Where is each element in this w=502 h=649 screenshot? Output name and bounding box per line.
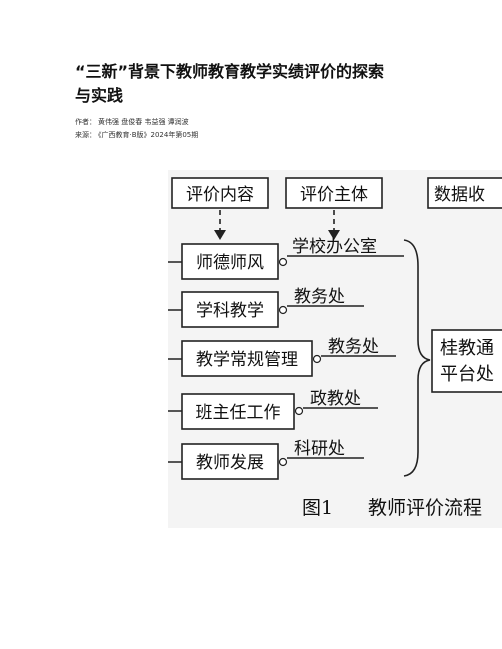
source-line: 来源：《广西教育·B版》2024年第05期	[75, 131, 200, 140]
content-box-routine-management	[181, 340, 313, 377]
content-label-routine-management: 教学常规管理	[196, 350, 298, 370]
content-label-subject-teaching: 学科教学	[196, 301, 264, 321]
content-label-teacher-development: 教师发展	[196, 453, 264, 473]
title-line-2: 与实践	[75, 86, 124, 105]
owner-label-5: 科研处	[294, 439, 345, 459]
authors: 黄伟强 盘俊春 韦益强 谭润波	[98, 118, 189, 126]
platform-box	[431, 329, 502, 393]
right-brace	[403, 239, 431, 477]
owner-label-1: 学校办公室	[292, 237, 377, 257]
figure-caption-number: 图1	[302, 497, 333, 519]
platform-label-line-2: 平台处	[440, 364, 494, 385]
content-box-homeroom-work	[181, 393, 295, 430]
top-box-data-collection	[427, 177, 502, 209]
arrowhead-subject	[328, 230, 340, 240]
top-box-evaluation-content	[171, 177, 269, 209]
content-box-ethics	[181, 243, 279, 280]
connector-dot-2	[278, 305, 288, 315]
title-line-1: “三新”背景下教师教育教学实绩评价的探索	[75, 62, 385, 81]
content-label-ethics: 师德师风	[196, 253, 264, 273]
connector-dot-4	[294, 406, 304, 416]
top-label-data-collection: 数据收	[434, 185, 485, 205]
owner-label-3: 教务处	[328, 337, 379, 357]
top-label-evaluation-content: 评价内容	[186, 185, 254, 205]
connector-dot-3	[312, 354, 322, 364]
top-label-evaluation-subject: 评价主体	[300, 185, 368, 205]
owner-label-4: 政教处	[310, 389, 361, 409]
authors-line: 作者：黄伟强 盘俊春 韦益强 谭润波	[75, 118, 191, 127]
article-title: “三新”背景下教师教育教学实绩评价的探索 与实践	[75, 60, 485, 108]
owner-label-2: 教务处	[294, 287, 345, 307]
connector-dot-1	[278, 257, 288, 267]
evaluation-flow-figure: 评价内容 评价主体 数据收 教师 评价 师德师风 学校办公室 学科教学 教务	[168, 170, 502, 528]
content-label-homeroom-work: 班主任工作	[196, 403, 281, 423]
arrowhead-content	[214, 230, 226, 240]
top-box-evaluation-subject	[285, 177, 383, 209]
connector-dot-5	[278, 457, 288, 467]
content-box-teacher-development	[181, 443, 279, 480]
platform-label-line-1: 桂教通	[440, 338, 494, 359]
source-label: 来源：	[75, 131, 96, 139]
figure-caption-text: 教师评价流程	[368, 497, 482, 519]
source: 《广西教育·B版》2024年第05期	[98, 131, 199, 139]
content-box-subject-teaching	[181, 291, 279, 328]
authors-label: 作者：	[75, 118, 96, 126]
